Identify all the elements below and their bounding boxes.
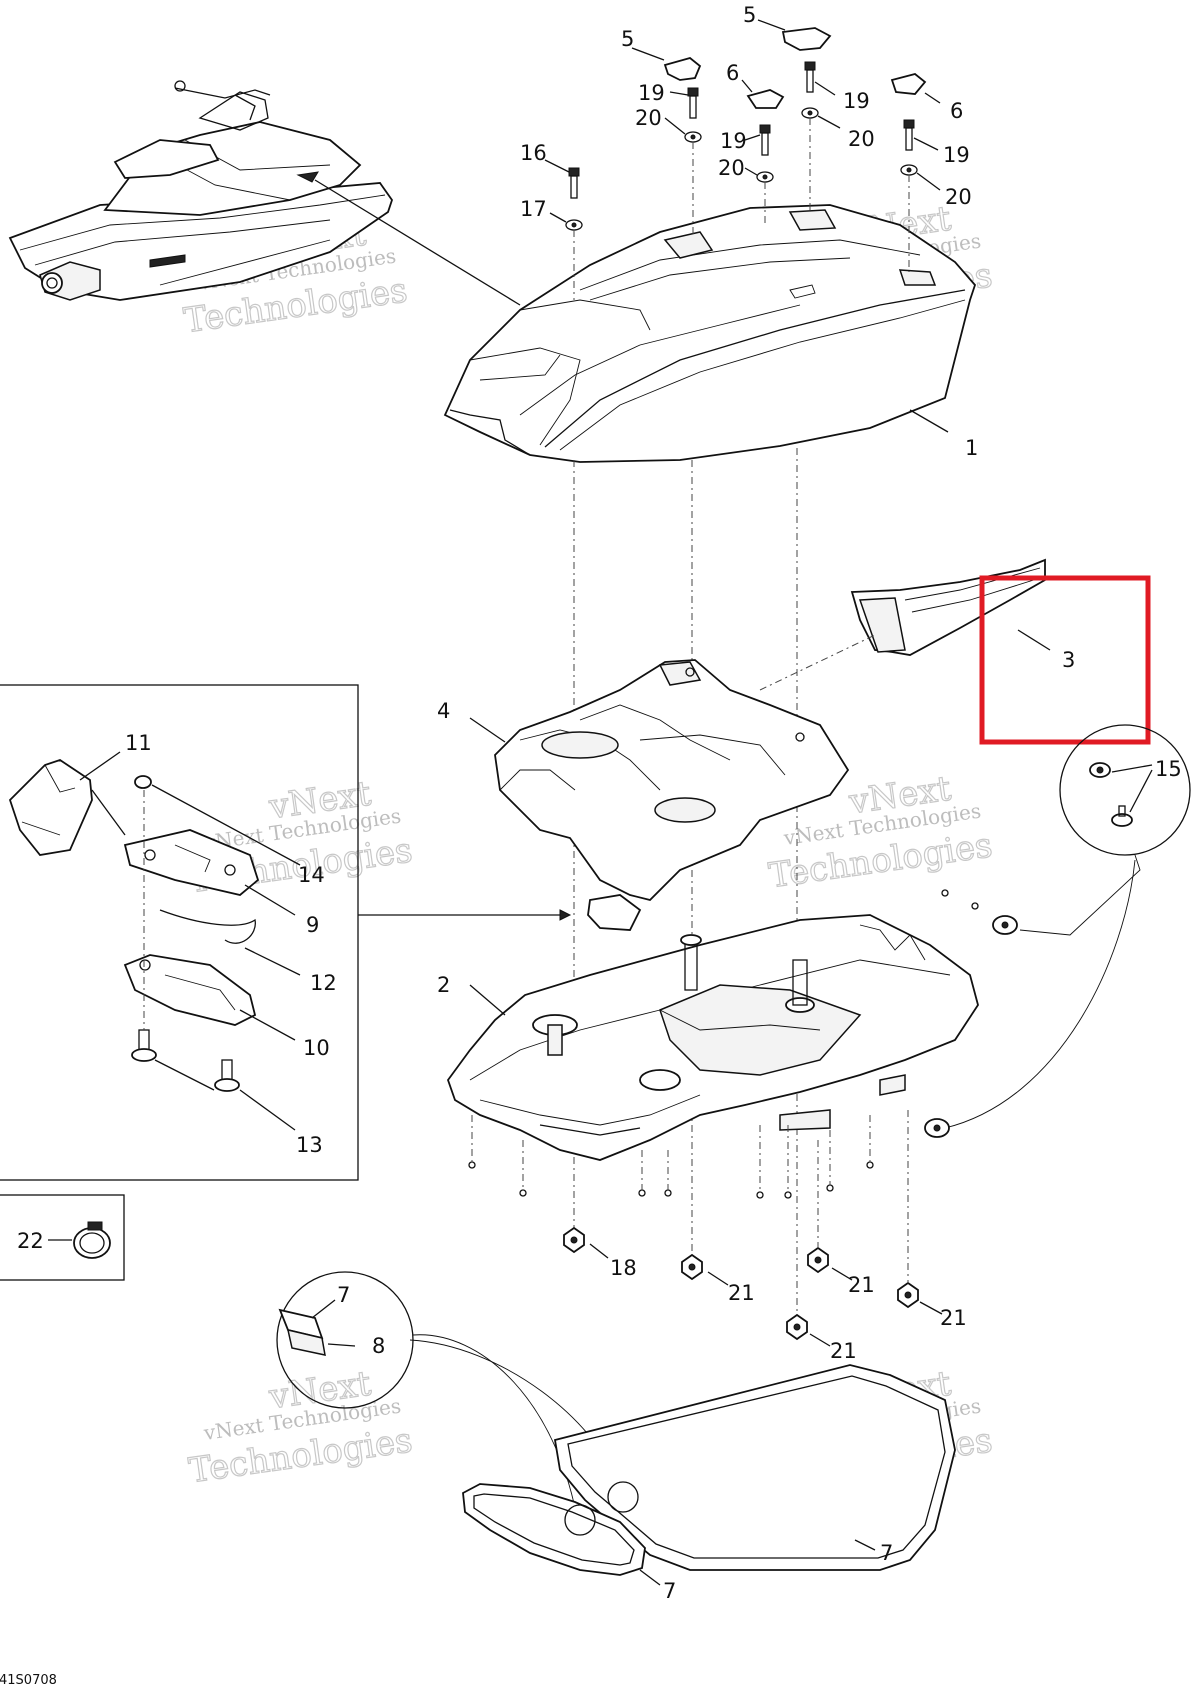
callout-21: 21 [728,1281,755,1305]
part-4-console [469,659,850,901]
callout-19: 19 [720,129,747,153]
callout-17: 17 [520,197,547,221]
callout-20: 20 [848,127,875,151]
callout-19: 19 [843,89,870,113]
callout-9: 9 [306,913,319,937]
callout-13: 13 [296,1133,323,1157]
callout-18: 18 [610,1256,637,1280]
seal-detail [276,1271,624,1536]
callout-19: 19 [638,81,665,105]
latch-detail-box [0,684,572,1181]
part-3-side-trim [759,558,1051,691]
callout-22: 22 [17,1229,44,1253]
callout-20: 20 [945,185,972,209]
callout-20: 20 [635,106,662,130]
watercraft-illustration [8,80,521,306]
lower-fasteners [468,889,979,1347]
part-2-latch [587,894,642,931]
callout-2: 2 [437,973,450,997]
part-2-lower-tray [446,914,979,1161]
callout-19: 19 [943,143,970,167]
callout-16: 16 [520,141,547,165]
top-hardware [544,19,941,300]
callout-21: 21 [848,1273,875,1297]
callout-7: 7 [337,1283,350,1307]
callout-14: 14 [298,863,325,887]
callout-21: 21 [830,1339,857,1363]
callout-5: 5 [621,27,634,51]
callout-20: 20 [718,156,745,180]
callout-8: 8 [372,1334,385,1358]
part-15-fastener-detail [924,724,1191,1138]
callout-1: 1 [965,436,978,460]
callout-11: 11 [125,731,152,755]
callout-7: 7 [880,1541,893,1565]
callout-4: 4 [437,699,450,723]
callout-6: 6 [726,61,739,85]
callout-7: 7 [663,1579,676,1603]
part-22-clamp-box [0,1194,125,1281]
highlight-box [979,575,1151,745]
callout-12: 12 [310,971,337,995]
callout-6: 6 [950,99,963,123]
reference-code: 41S0708 [0,1673,57,1688]
part-1-top-cover [443,204,977,463]
callout-labels: 5 5 6 6 19 19 19 19 20 20 20 20 16 17 1 … [0,3,1182,1688]
callout-5: 5 [743,3,756,27]
callout-15: 15 [1155,757,1182,781]
callout-10: 10 [303,1036,330,1060]
seal-rings [462,1364,956,1586]
callout-3: 3 [1062,648,1075,672]
callout-21: 21 [940,1306,967,1330]
